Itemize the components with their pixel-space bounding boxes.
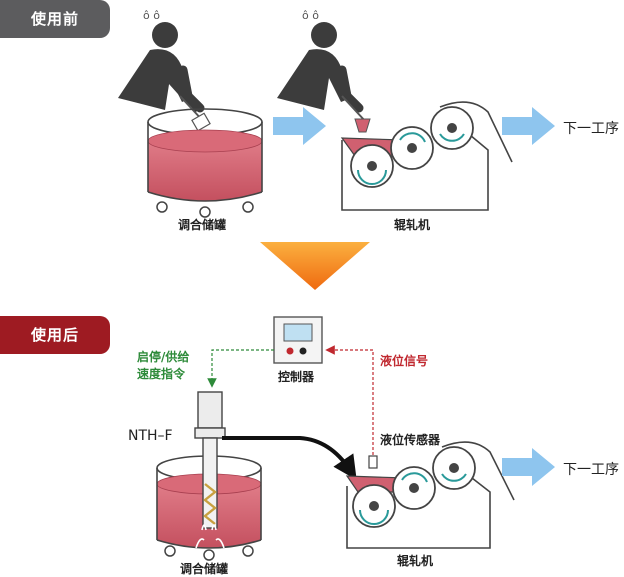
transfer-pipe	[222, 436, 357, 480]
roll-mill	[340, 101, 513, 211]
command-label: 启停/供给 速度指令	[137, 349, 189, 383]
controller	[273, 316, 323, 364]
level-sensor-label: 液位传感器	[380, 433, 441, 447]
transition-arrow	[260, 242, 370, 290]
pump-model-label: NTH–F	[128, 428, 173, 444]
worker-icon: ô ô	[118, 9, 211, 132]
mill-label: 辊轧机	[397, 554, 434, 568]
tank-label: 调合储罐	[180, 562, 229, 576]
before-badge: 使用前	[0, 0, 110, 38]
roll-mill	[345, 441, 515, 549]
mixing-tank	[147, 108, 263, 218]
command-signal-line	[207, 349, 274, 388]
after-badge: 使用后	[0, 316, 110, 354]
flow-arrow	[502, 107, 555, 145]
level-signal-line	[325, 345, 374, 455]
pump-unit	[194, 391, 226, 549]
command-label-line2: 速度指令	[137, 367, 186, 381]
worker-icon: ô ô	[277, 9, 371, 133]
tank-label: 调合储罐	[178, 218, 227, 232]
flow-arrow	[273, 107, 326, 145]
flow-arrow	[502, 448, 555, 486]
command-label-line1: 启停/供给	[137, 350, 190, 364]
next-process-label: 下一工序	[563, 121, 619, 137]
level-sensor-icon	[368, 455, 378, 469]
svg-text:ô ô: ô ô	[302, 9, 319, 22]
mill-label: 辊轧机	[394, 218, 431, 232]
controller-label: 控制器	[278, 370, 315, 384]
svg-text:ô ô: ô ô	[143, 9, 160, 22]
next-process-label: 下一工序	[563, 462, 619, 478]
level-signal-label: 液位信号	[380, 354, 429, 368]
